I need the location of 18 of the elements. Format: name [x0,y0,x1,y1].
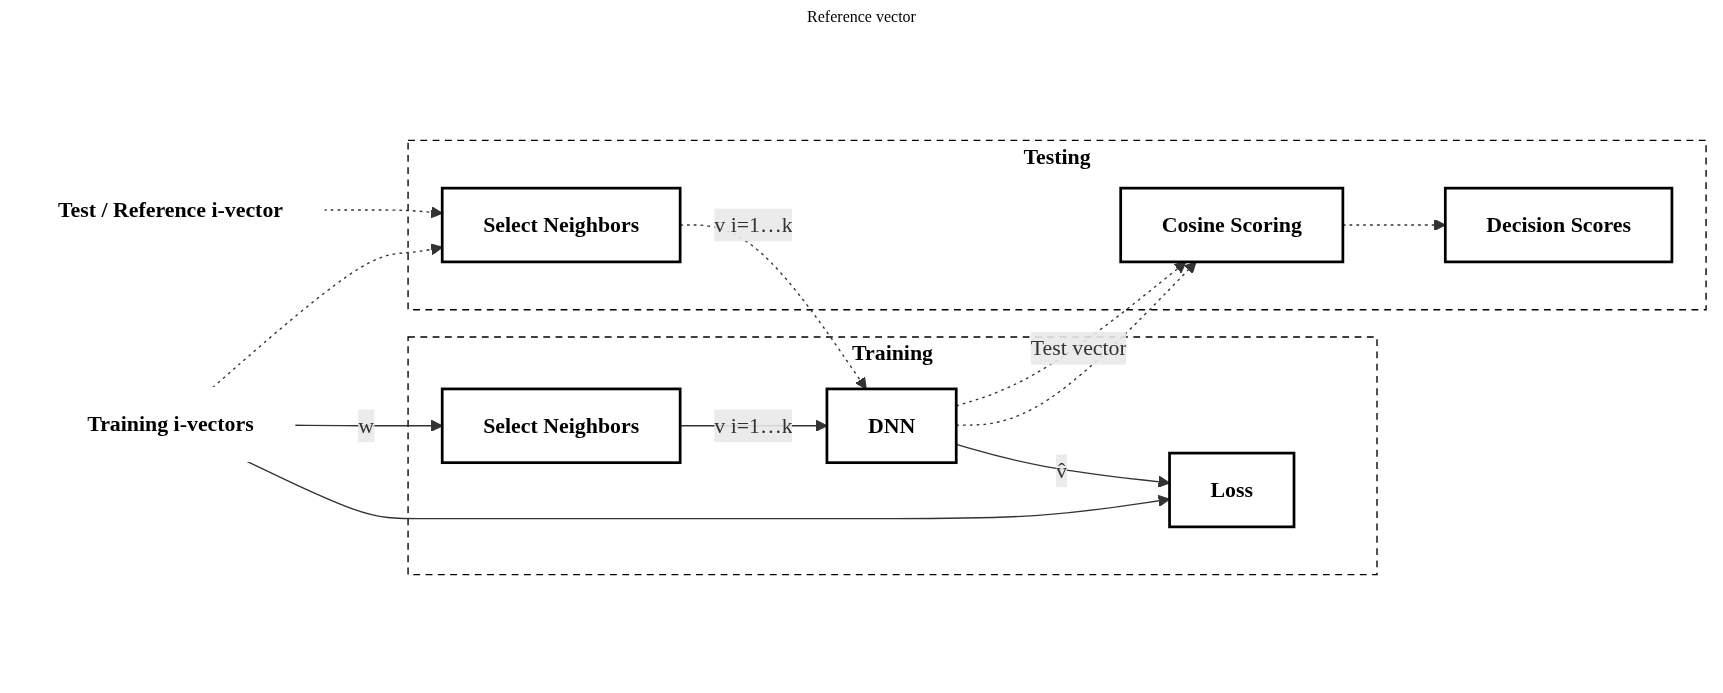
edge-label: Test vector [1030,335,1127,360]
node-box: DNN [825,387,958,465]
node-box: Decision Scores [1443,186,1674,264]
edge-label: v i=1…k [714,212,793,236]
node-box: Select Neighbors [440,186,682,264]
note-text: Reference vector [807,8,916,25]
node-box: Loss [1168,451,1296,529]
arrow [212,243,443,389]
edge-label: v̂ [1056,458,1067,482]
arrow [1342,219,1446,231]
edge-label: v i=1…k [714,413,793,437]
node-box: Select Neighbors [440,387,682,465]
edge-label: w [358,413,374,437]
arrow [294,419,443,432]
arrow [323,206,443,219]
node-box: Cosine Scoring [1119,186,1345,264]
node-text: Test / Reference i-vector [57,197,284,221]
node-text: Training i-vectors [87,412,254,436]
